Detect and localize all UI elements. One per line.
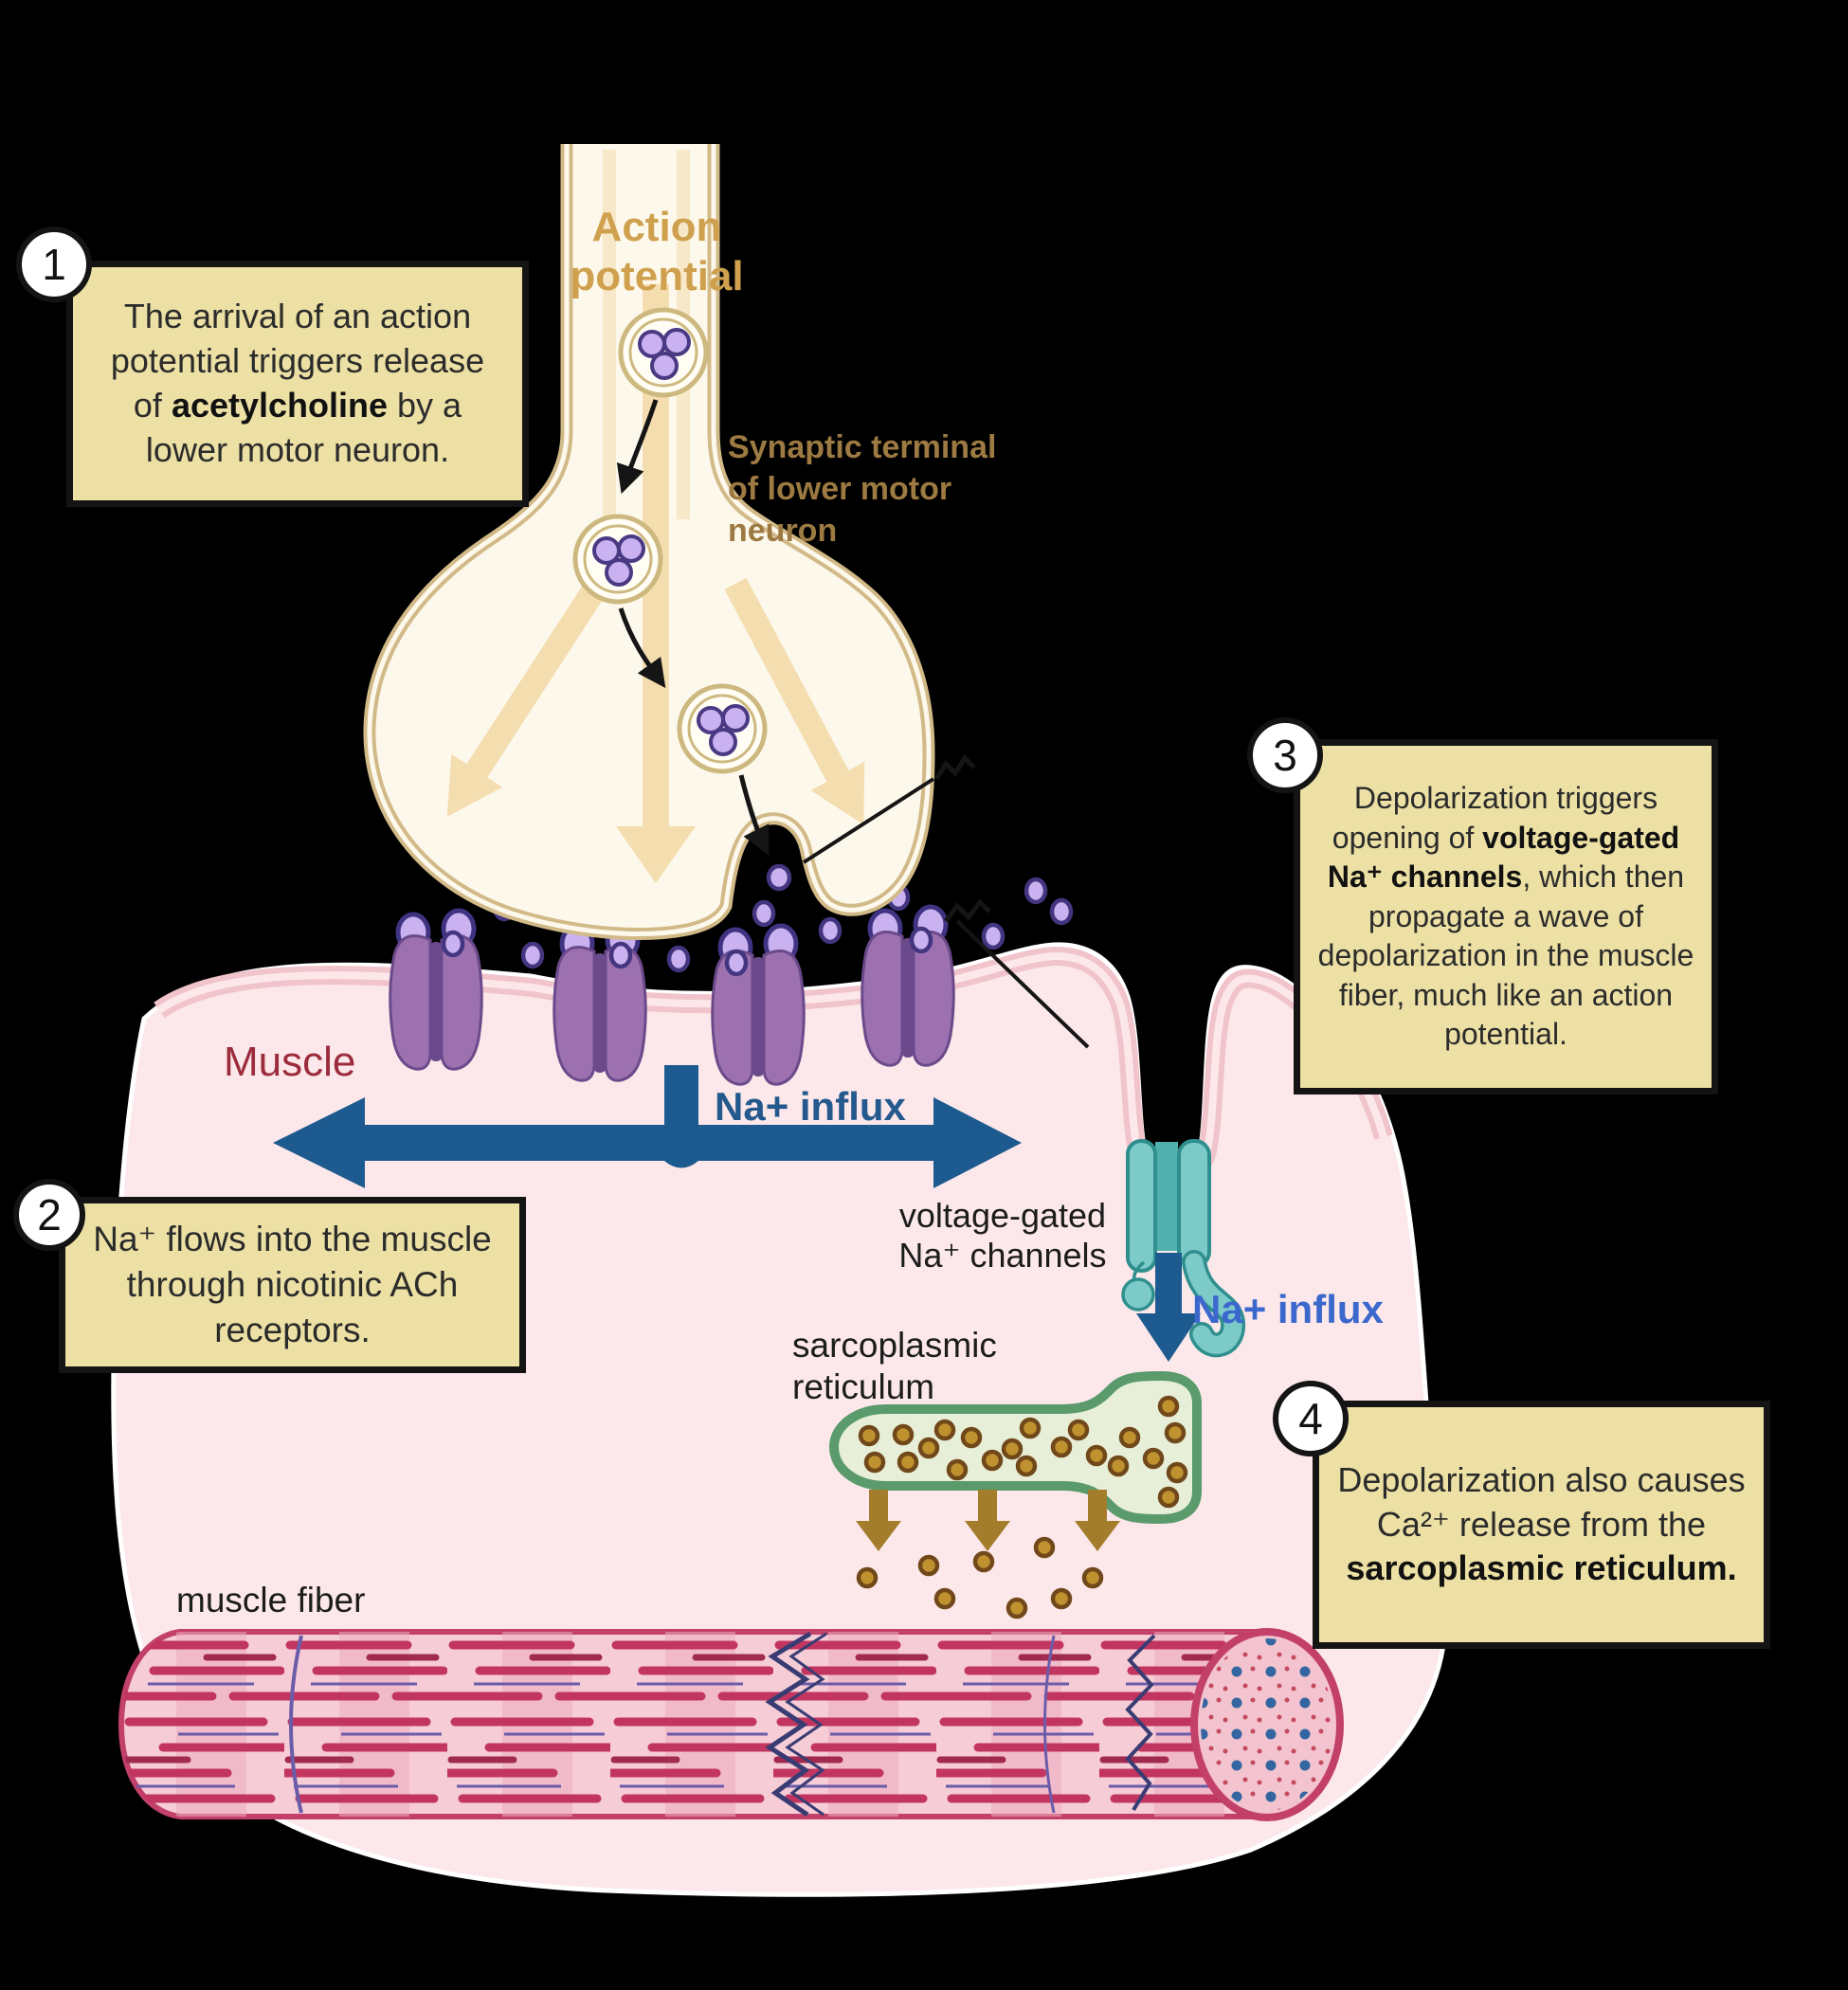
na-influx-channel-label: Na+ influx — [1192, 1287, 1384, 1331]
z-line-zigzag — [765, 1631, 812, 1818]
muscle-fiber — [118, 1628, 1344, 1821]
sarcoplasmic-reticulum — [828, 1370, 1202, 1619]
annotation-squiggle — [933, 754, 976, 781]
na-influx-channel-arrow — [1136, 1253, 1201, 1362]
muscle-fiber-label: muscle fiber — [176, 1581, 366, 1619]
step-1-box: The arrival of an action potential trigg… — [66, 261, 529, 507]
step-3-box: Depolarization triggers opening of volta… — [1294, 739, 1718, 1094]
calcium-release-arrows — [856, 1490, 1120, 1551]
synaptic-vesicle — [677, 683, 768, 774]
annotation-squiggle — [944, 898, 991, 923]
na-influx-membrane-label: Na+ influx — [715, 1084, 906, 1129]
synaptic-vesicle — [572, 514, 663, 605]
z-line-zigzag — [1125, 1634, 1156, 1812]
vesicle-path-arrows — [616, 399, 770, 856]
action-potential-label: Action potential — [570, 204, 744, 299]
muscle-label: Muscle — [224, 1039, 356, 1085]
step-2-box: Na⁺ flows into the muscle through nicoti… — [59, 1197, 526, 1374]
step-4-badge: 4 — [1273, 1381, 1349, 1456]
step-1-badge: 1 — [16, 226, 92, 302]
step-3-text: Depolarization triggers opening of volta… — [1317, 780, 1694, 1052]
step-4-text: Depolarization also causes Ca²⁺ release … — [1337, 1459, 1746, 1588]
step-1-text: The arrival of an action potential trigg… — [110, 297, 485, 469]
depolarization-arrows — [446, 284, 865, 883]
step-4-box: Depolarization also causes Ca²⁺ release … — [1313, 1401, 1770, 1649]
synaptic-terminal-label: Synaptic terminal of lower motor neuron — [728, 429, 997, 550]
calcium-ions — [856, 1395, 1188, 1619]
synaptic-terminal — [363, 144, 935, 940]
nicotinic-receptor — [389, 908, 483, 1071]
step-2-badge: 2 — [13, 1179, 85, 1251]
inactivation-ball — [1121, 1277, 1155, 1312]
synaptic-vesicle — [618, 307, 709, 398]
na-influx-membrane-arrow — [273, 1065, 1022, 1188]
voltage-gated-channels-label: voltage-gated Na⁺ channels — [898, 1196, 1107, 1275]
step-2-text: Na⁺ flows into the muscle through nicoti… — [93, 1220, 492, 1350]
step-3-badge: 3 — [1247, 717, 1323, 793]
nicotinic-receptor — [553, 919, 647, 1082]
sarcoplasmic-reticulum-label: sarcoplasmic reticulum — [792, 1326, 997, 1407]
nicotinic-receptor — [861, 904, 955, 1067]
leader-lines — [802, 754, 1090, 1049]
voltage-gated-channel — [1121, 1139, 1245, 1358]
nicotinic-receptor — [711, 923, 806, 1086]
acetylcholine-molecules — [441, 863, 1074, 977]
